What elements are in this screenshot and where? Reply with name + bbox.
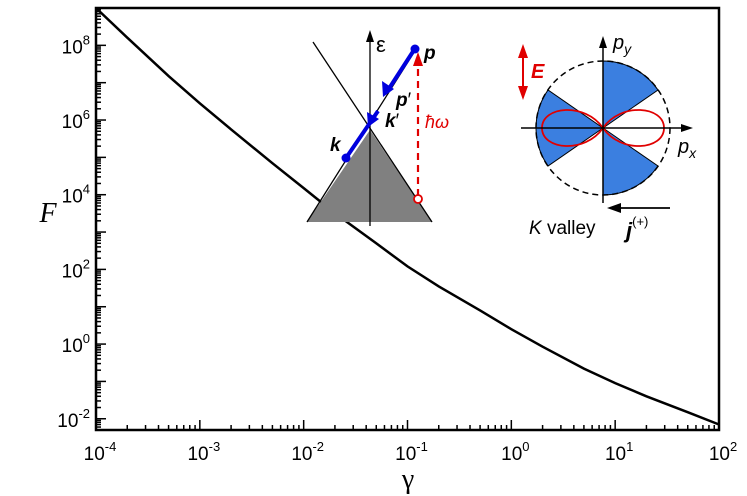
k-point (341, 153, 351, 163)
x-tick-label: 101 (605, 439, 633, 465)
k-prime-label: k′ (385, 111, 400, 132)
current-arrow-icon (607, 203, 621, 213)
field-label: E (531, 61, 545, 83)
valley-label: K valley (529, 218, 596, 239)
data-curve (95, 7, 720, 426)
axis-tick-labels: 10-4 10-3 10-2 10-1 100 101 102 10-2 100 102 104 10… (57, 32, 737, 465)
k-label: k (330, 135, 342, 156)
x-axis-title: γ (401, 464, 414, 495)
cone-inset: ε ħω p p′ k′ k (306, 30, 449, 226)
x-tick-label: 10-1 (395, 439, 428, 465)
p-point (410, 44, 420, 54)
initial-state-marker (413, 194, 423, 204)
y-tick-label: 106 (62, 107, 90, 133)
y-tick-label: 102 (62, 256, 90, 282)
p-prime-label: p′ (395, 90, 412, 111)
px-axis-arrow-icon (681, 124, 693, 132)
photon-arrow-icon (413, 52, 423, 66)
x-tick-label: 100 (501, 439, 529, 465)
relaxation-arrow-lower-icon (367, 112, 379, 127)
px-axis-label: px (677, 136, 697, 161)
x-tick-label: 10-4 (84, 439, 117, 465)
py-axis-arrow-icon (599, 36, 607, 48)
relaxation-arrow-icon (382, 81, 394, 97)
x-tick-label: 102 (709, 439, 737, 465)
y-tick-label: 100 (62, 331, 90, 357)
field-arrow-up-icon (518, 44, 528, 58)
y-axis-title: F (38, 198, 57, 229)
relaxation-path-upper (388, 48, 416, 89)
energy-axis-arrow-icon (366, 30, 374, 42)
field-arrow-down-icon (518, 86, 528, 100)
axis-ticks (95, 7, 720, 431)
cone-line-left (312, 41, 433, 223)
py-axis-label: py (612, 32, 632, 57)
y-tick-label: 108 (62, 32, 90, 58)
valley-inset: py px E j(+) K valley (518, 32, 697, 243)
y-tick-label: 104 (62, 182, 90, 208)
photon-label: ħω (425, 112, 449, 132)
x-tick-label: 10-2 (291, 439, 324, 465)
y-tick-label: 10-2 (57, 406, 90, 432)
p-label: p (423, 43, 436, 64)
current-label: j(+) (623, 214, 648, 243)
x-tick-label: 10-3 (187, 439, 220, 465)
energy-axis-label: ε (376, 32, 386, 57)
